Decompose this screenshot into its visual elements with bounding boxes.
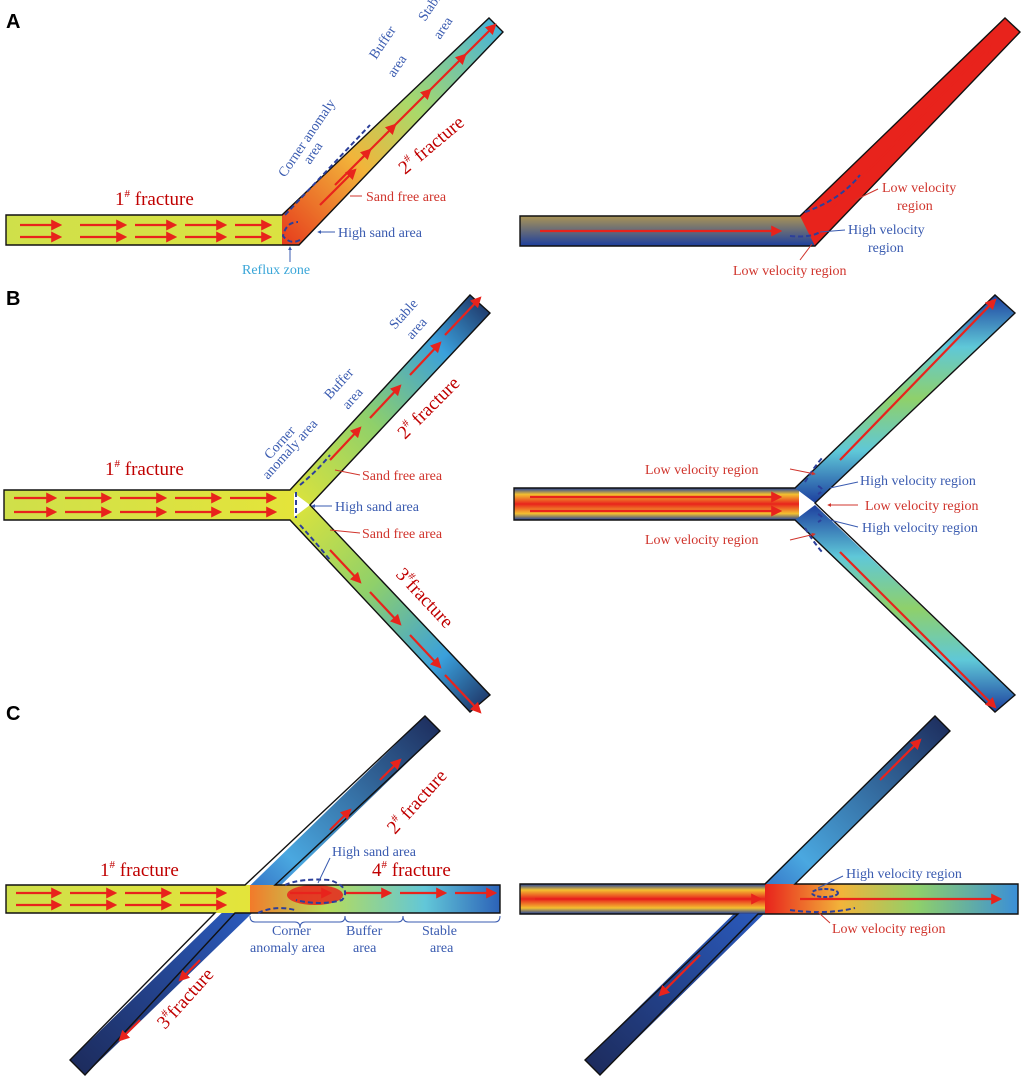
- a-low-velocity-region-text: Low velocity region: [733, 264, 847, 279]
- panel-a-label: A: [6, 11, 20, 33]
- c-fracture-4-label: 4# fracture: [372, 859, 451, 881]
- a-high-velocity-text: High velocity: [848, 223, 925, 238]
- c-stable-area-text: area: [430, 941, 454, 956]
- panel-a-flow-arrows: [20, 23, 497, 243]
- b-high-velocity-upper-text: High velocity region: [860, 474, 976, 489]
- a-buffer-area-text: area: [385, 52, 411, 80]
- a-fracture-1-label: 1# fracture: [115, 188, 194, 210]
- c-buffer-text: Buffer: [346, 924, 383, 939]
- panel-b-velocity-diagram: [513, 294, 1017, 713]
- c-high-sand-text: High sand area: [332, 845, 417, 860]
- panel-c-label: C: [6, 703, 20, 725]
- a-low-region-text: region: [897, 199, 933, 214]
- b-fracture-1-label: 1# fracture: [105, 458, 184, 480]
- panel-a-velocity-diagram: [519, 17, 1021, 247]
- a-high-region-text: region: [868, 241, 904, 256]
- a-sand-free-text: Sand free area: [366, 190, 447, 205]
- panel-a-sand-diagram: [5, 17, 504, 246]
- b-high-sand-text: High sand area: [335, 500, 420, 515]
- b-high-velocity-lower-text: High velocity region: [862, 521, 978, 536]
- panel-c-sand-diagram: [5, 715, 501, 1077]
- a-reflux-text: Reflux zone: [242, 263, 310, 278]
- b-sand-free-upper-text: Sand free area: [362, 469, 443, 484]
- b-low-velocity-center-text: Low velocity region: [865, 499, 979, 514]
- panel-c-velocity-diagram: [519, 715, 1019, 1076]
- c-buffer-area-text: area: [353, 941, 377, 956]
- b-low-velocity-lower-text: Low velocity region: [645, 533, 759, 548]
- b-low-velocity-upper-text: Low velocity region: [645, 463, 759, 478]
- c-corner-text: Corner: [272, 924, 311, 939]
- c-high-velocity-text: High velocity region: [846, 867, 962, 882]
- c-low-velocity-text: Low velocity region: [832, 922, 946, 937]
- c-stable-text: Stable: [422, 924, 457, 939]
- c-anomaly-area-text: anomaly area: [250, 941, 326, 956]
- panel-b-sand-diagram: [3, 294, 492, 714]
- panel-b-label: B: [6, 288, 20, 310]
- c-fracture-1-label: 1# fracture: [100, 859, 179, 881]
- a-high-sand-text: High sand area: [338, 226, 423, 241]
- a-stable-area-text: area: [431, 14, 457, 42]
- a-low-velocity-text: Low velocity: [882, 181, 956, 196]
- b-sand-free-lower-text: Sand free area: [362, 527, 443, 542]
